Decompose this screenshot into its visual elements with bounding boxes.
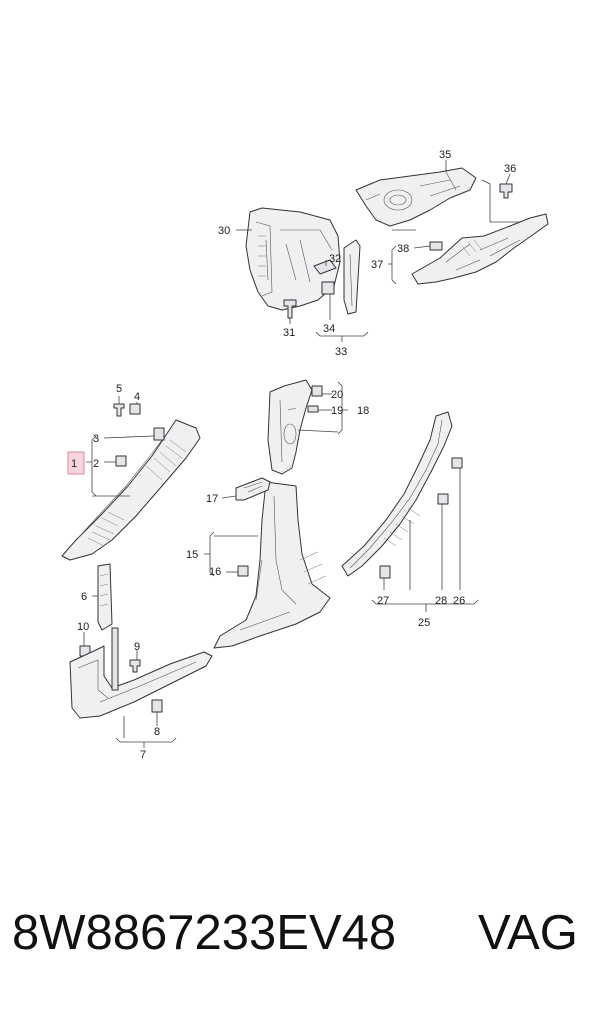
sill-leader-lines — [371, 468, 479, 612]
upper-leader-lines — [236, 160, 520, 342]
callout-labels: 1 2 3 4 5 6 7 8 9 10 15 16 17 18 19 20 2… — [71, 149, 516, 761]
callout-20: 20 — [331, 389, 343, 401]
callout-3: 3 — [93, 433, 99, 445]
callout-16: 16 — [209, 566, 221, 578]
callout-36: 36 — [504, 163, 516, 175]
callout-9: 9 — [134, 641, 140, 653]
part-18-shape — [267, 379, 313, 475]
callout-38: 38 — [397, 243, 409, 255]
callout-1-highlight — [67, 451, 85, 475]
a-pillar-assembly — [61, 403, 213, 719]
callout-5: 5 — [116, 383, 122, 395]
callout-32: 32 — [329, 253, 341, 265]
callout-6: 6 — [81, 591, 87, 603]
callout-33: 33 — [335, 346, 347, 358]
part-25-shape — [341, 411, 453, 577]
part-1-shape — [61, 419, 201, 561]
callout-4: 4 — [134, 391, 140, 403]
callout-37: 37 — [371, 259, 383, 271]
callout-30: 30 — [218, 225, 230, 237]
callout-1: 1 — [71, 458, 77, 470]
brand-text: VAG — [478, 906, 578, 960]
callout-26: 26 — [453, 595, 465, 607]
callout-19: 19 — [331, 405, 343, 417]
callout-18: 18 — [357, 405, 369, 417]
sill-assembly — [341, 411, 463, 579]
callout-28: 28 — [435, 595, 447, 607]
callout-35: 35 — [439, 149, 451, 161]
callout-10: 10 — [77, 621, 89, 633]
callout-8: 8 — [154, 726, 160, 738]
part-35-shape — [355, 167, 477, 227]
part-37-shape — [411, 213, 549, 285]
callout-2: 2 — [93, 458, 99, 470]
b-pillar-leader-lines — [204, 381, 348, 577]
callout-34: 34 — [323, 323, 335, 335]
rear-trim-assembly — [245, 167, 549, 319]
callout-17: 17 — [206, 493, 218, 505]
part-15-shape — [213, 481, 331, 649]
part-30-shape — [245, 207, 341, 311]
caption-bar: 8W8867233EV48 VAG — [0, 905, 600, 975]
b-pillar-assembly — [213, 379, 331, 649]
callout-31: 31 — [283, 327, 295, 339]
part-number-text: 8W8867233EV48 — [12, 906, 397, 960]
callout-7: 7 — [140, 749, 146, 761]
part-7-shape — [69, 645, 213, 719]
callout-15: 15 — [186, 549, 198, 561]
lower-left-leader-lines — [83, 396, 177, 748]
callout-25: 25 — [418, 617, 430, 629]
callout-27: 27 — [377, 595, 389, 607]
